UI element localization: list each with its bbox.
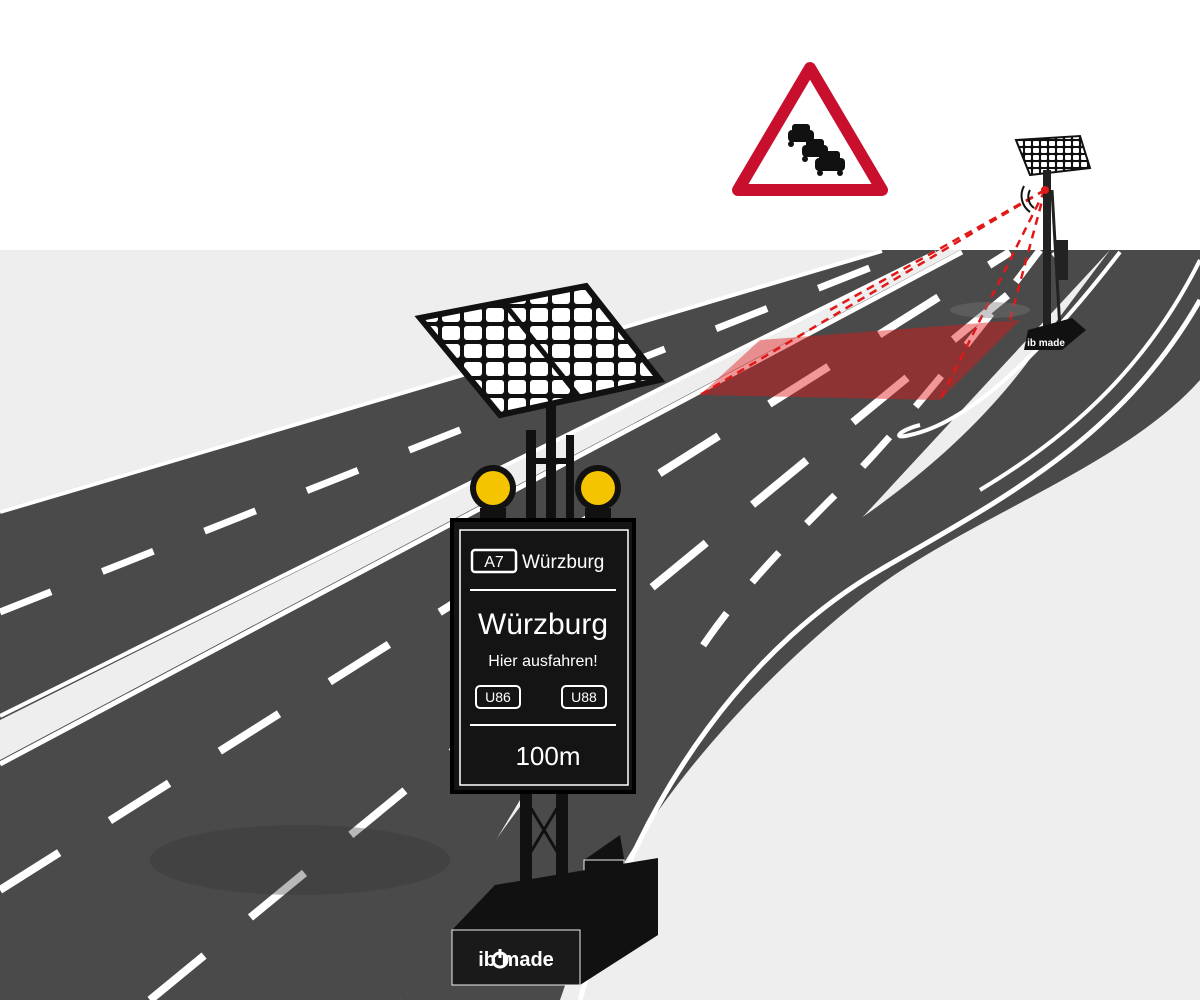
variable-message-sign: A7 Würzburg Würzburg Hier ausfahren! U86… [450, 518, 636, 794]
detour-badge-right [561, 685, 607, 709]
sensor-beams [699, 188, 1047, 401]
solar-panel [414, 282, 666, 419]
distance-label: 100m [515, 741, 580, 771]
detour-badge-left [475, 685, 521, 709]
exit-lane-dashes [697, 247, 1043, 652]
lane-dashes-main-1 [0, 248, 1013, 894]
exit-instruction: Hier ausfahren! [488, 653, 597, 670]
route-badge-label: A7 [484, 554, 504, 571]
far-radar-sensor-icon [1041, 186, 1049, 194]
main-destination: Würzburg [478, 608, 608, 641]
sign-trailer: ib made [451, 835, 658, 986]
header-destination: Würzburg [522, 552, 604, 573]
trailer-brand-logo: ib made [478, 949, 554, 971]
lane-dashes-left [0, 248, 912, 616]
route-badge [470, 548, 518, 574]
sensor-detection-zone [700, 320, 1020, 400]
warning-sign [732, 62, 888, 196]
far-sensor-trailer: ib made [950, 134, 1092, 350]
traffic-jam-icon [788, 124, 845, 176]
far-solar-panel [1014, 134, 1092, 177]
detour-left-label: U86 [485, 689, 511, 705]
far-trailer-brand: ib made [1027, 338, 1065, 349]
detour-right-label: U88 [571, 689, 597, 705]
power-logo-icon [491, 949, 509, 969]
